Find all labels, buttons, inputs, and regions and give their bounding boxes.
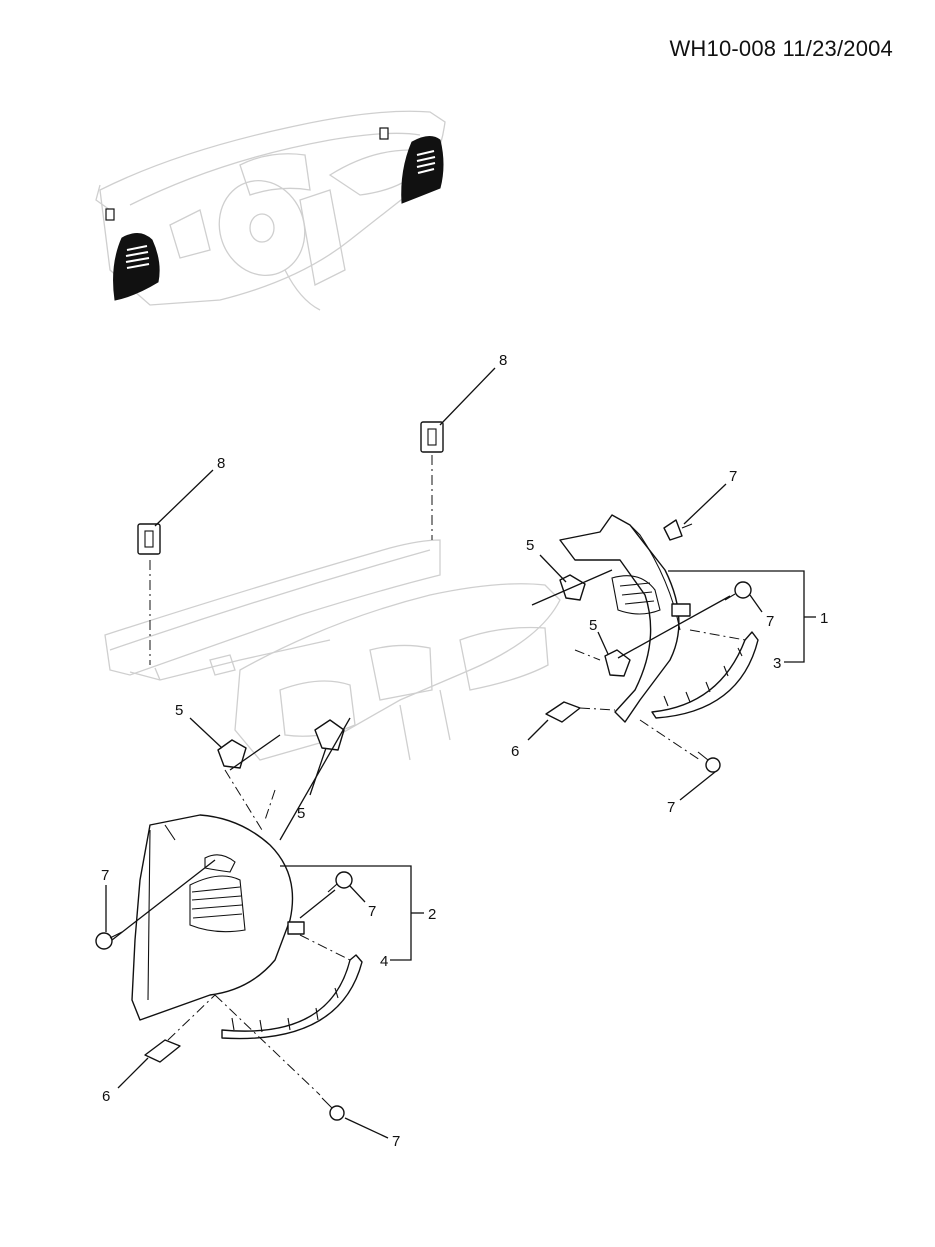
callout-5-upper-right: 5 [526, 537, 534, 554]
screw-7-left [95, 931, 123, 950]
left-clip-marker [105, 208, 115, 221]
left-vent-bezel-4 [221, 954, 363, 1040]
instrument-panel-ghost [104, 539, 561, 761]
nut-6-left [144, 1039, 181, 1063]
callout-6-left: 6 [102, 1088, 110, 1105]
callout-7-lower-left: 7 [392, 1133, 400, 1150]
screw-7-upper-right [663, 519, 693, 541]
clip-5-left-a [217, 739, 247, 769]
callout-7-lower-right: 7 [667, 799, 675, 816]
callout-5-mid-right: 5 [589, 617, 597, 634]
diagram-title: WH10-008 11/23/2004 [669, 36, 893, 61]
callout-7-mid-left: 7 [368, 903, 376, 920]
alignment-lines [149, 455, 746, 1096]
clip-8-right [420, 421, 444, 453]
screw-7-lower-left [321, 1097, 345, 1121]
clip-5-left-b [314, 719, 345, 751]
callout-1: 1 [820, 610, 828, 627]
callout-5-left-a: 5 [175, 702, 183, 719]
right-vent-highlight [401, 136, 444, 204]
leader-lines [105, 367, 816, 1139]
screw-7-mid-right [724, 581, 752, 601]
screw-7-mid-left [327, 871, 353, 893]
left-vent-housing [131, 814, 305, 1021]
callout-8-lower: 8 [217, 455, 225, 472]
nut-6-right [545, 701, 581, 723]
callout-4: 4 [380, 953, 388, 970]
callout-2: 2 [428, 906, 436, 923]
right-vent-bezel-3 [651, 631, 759, 719]
callout-8-upper: 8 [499, 352, 507, 369]
dashboard-overview-inset [95, 110, 446, 311]
callout-numbers: 1 2 3 4 5 5 5 5 6 6 7 7 7 7 7 7 8 8 [101, 352, 828, 1150]
callout-3: 3 [773, 655, 781, 672]
right-vent-housing [559, 514, 691, 723]
callout-5-left-b: 5 [297, 805, 305, 822]
clip-8-left [137, 523, 161, 555]
right-clip-marker [379, 127, 389, 140]
callout-6-right: 6 [511, 743, 519, 760]
callout-7-mid-right: 7 [766, 613, 774, 630]
clip-5-mid-right [604, 649, 631, 677]
screw-7-lower-right [697, 751, 721, 773]
callout-7-upper-right: 7 [729, 468, 737, 485]
callout-7-left: 7 [101, 867, 109, 884]
